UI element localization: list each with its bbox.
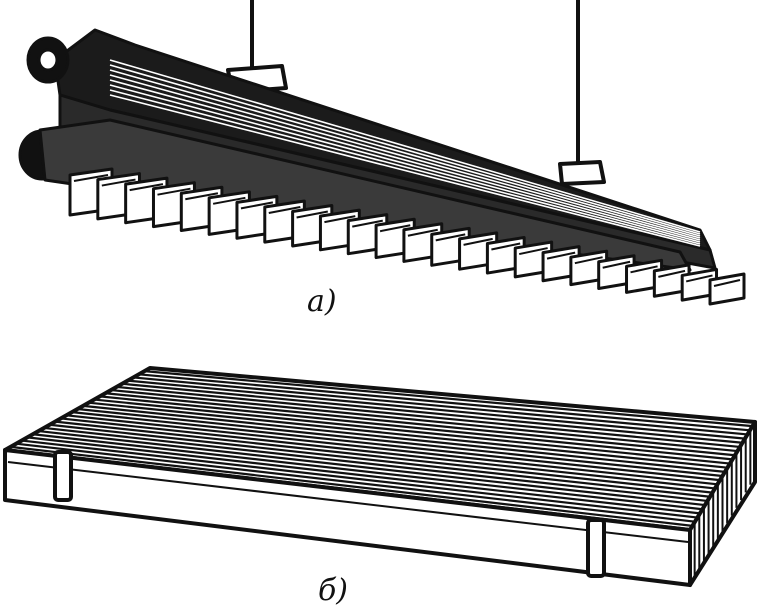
louver-fin-hatch [407,228,438,237]
housing-hatch-line [109,74,701,239]
panel-slat [27,436,701,515]
louver-fin-hatch [435,233,466,242]
panel-slat [43,426,708,503]
louver-fin-hatch [324,215,356,224]
louver-fin-hatch [352,219,383,228]
housing-hatching [109,59,701,247]
panel-slat [38,429,706,507]
louver-fin-hatch [658,269,686,278]
louver-fin-hatch [491,242,521,251]
left-clip [53,450,73,502]
frame-inner-edge [7,461,689,543]
louver-fin [708,272,746,306]
housing-hatch-line [109,89,701,245]
housing-hatch-line [109,94,701,247]
upper-tube-bore [37,48,59,72]
panel-slat [116,385,741,449]
louver-fin-hatch [129,183,164,192]
side-hatching [693,429,752,578]
louver-fin-hatch [268,205,301,214]
figure-a-label: а) [307,284,337,319]
louver-fin-hatch [574,256,603,265]
panel-slat [32,433,703,511]
louver-fin-hatch [519,247,548,256]
louver-fin-hatch [602,260,631,269]
louver-fin-hatch [630,265,658,274]
panel-slat [110,388,738,453]
louver-fins [68,167,746,306]
louver-fin-hatch [212,196,246,205]
housing-hatch-line [109,69,701,237]
panel-slat [49,423,711,498]
housing-hatch-line [109,84,701,243]
panel-slat [88,401,728,469]
panel-slats [10,370,753,527]
louver-fin-hatch [685,274,713,283]
housing-hatch-line [109,64,701,235]
panel-slat [138,373,751,432]
housing-hatch-line [109,79,701,241]
panel-slat [60,417,716,490]
louver-fin-hatch [713,279,741,287]
panel-slat [16,442,696,523]
louver-fin-hatch [546,251,576,260]
panel-slat [94,398,731,465]
panel-slat [10,445,693,527]
right-clip [586,518,606,578]
panel-slat [71,411,721,482]
louver-fin-hatch [463,237,493,246]
louver-fin-hatch [101,178,136,187]
panel-slat [55,420,713,494]
figure-b-label: б) [318,573,348,608]
louver-fin-hatch [73,174,109,182]
panel-slat [66,414,718,486]
panel-slat [133,376,748,436]
housing-hatch-line [109,59,701,233]
suspended-fixture-figure [18,0,746,306]
right-hanger-bracket [558,160,606,186]
panel-slat [105,392,736,457]
panel-slat [144,370,753,428]
grille-panel-figure [3,366,757,587]
panel-slat [21,439,698,519]
louver-fin-hatch [379,224,411,233]
panel-slat [122,382,743,444]
panel-slat [82,404,726,473]
panel-slat [99,395,733,461]
louver-fin-hatch [157,187,191,196]
louver-fin-hatch [185,192,219,201]
panel-slat [77,407,723,478]
louver-fin-hatch [240,201,274,210]
louver-fin-hatch [296,210,329,219]
panel-slat [127,379,746,440]
